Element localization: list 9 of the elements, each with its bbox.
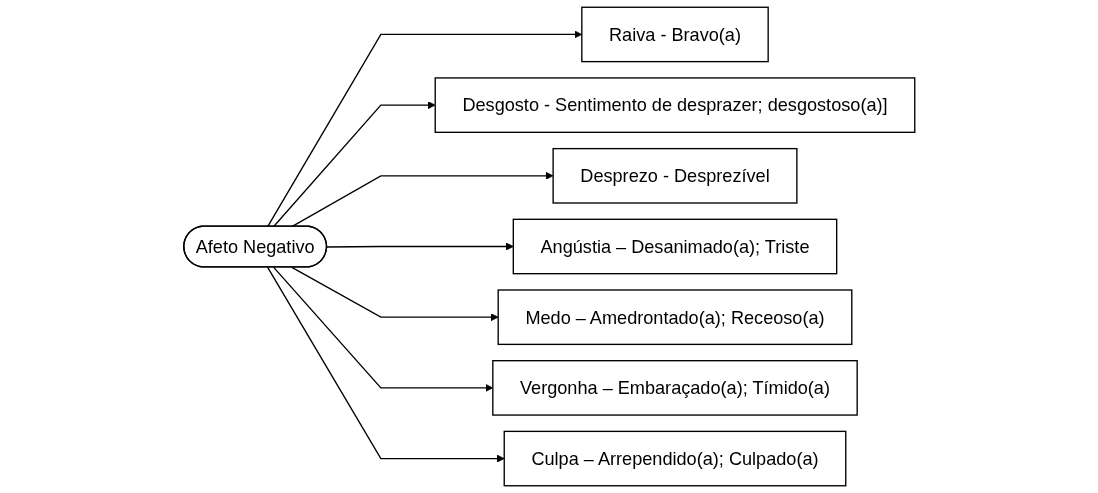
node-box: Desprezo - Desprezível (552, 147, 798, 204)
node-box: Culpa – Arrependido(a); Culpado(a) (503, 430, 847, 487)
arrow (266, 30, 582, 228)
node-box: Angústia – Desanimado(a); Triste (512, 218, 838, 275)
arrow (272, 266, 493, 392)
node-box: Medo – Amedrontado(a); Receoso(a) (497, 289, 853, 346)
node-box: Desgosto - Sentimento de desprazer; desgostoso(a)] (434, 77, 916, 133)
node-box: Vergonha – Embaraçado(a); Tímido(a) (491, 360, 858, 416)
node-box: Raiva - Bravo(a) (580, 6, 769, 63)
